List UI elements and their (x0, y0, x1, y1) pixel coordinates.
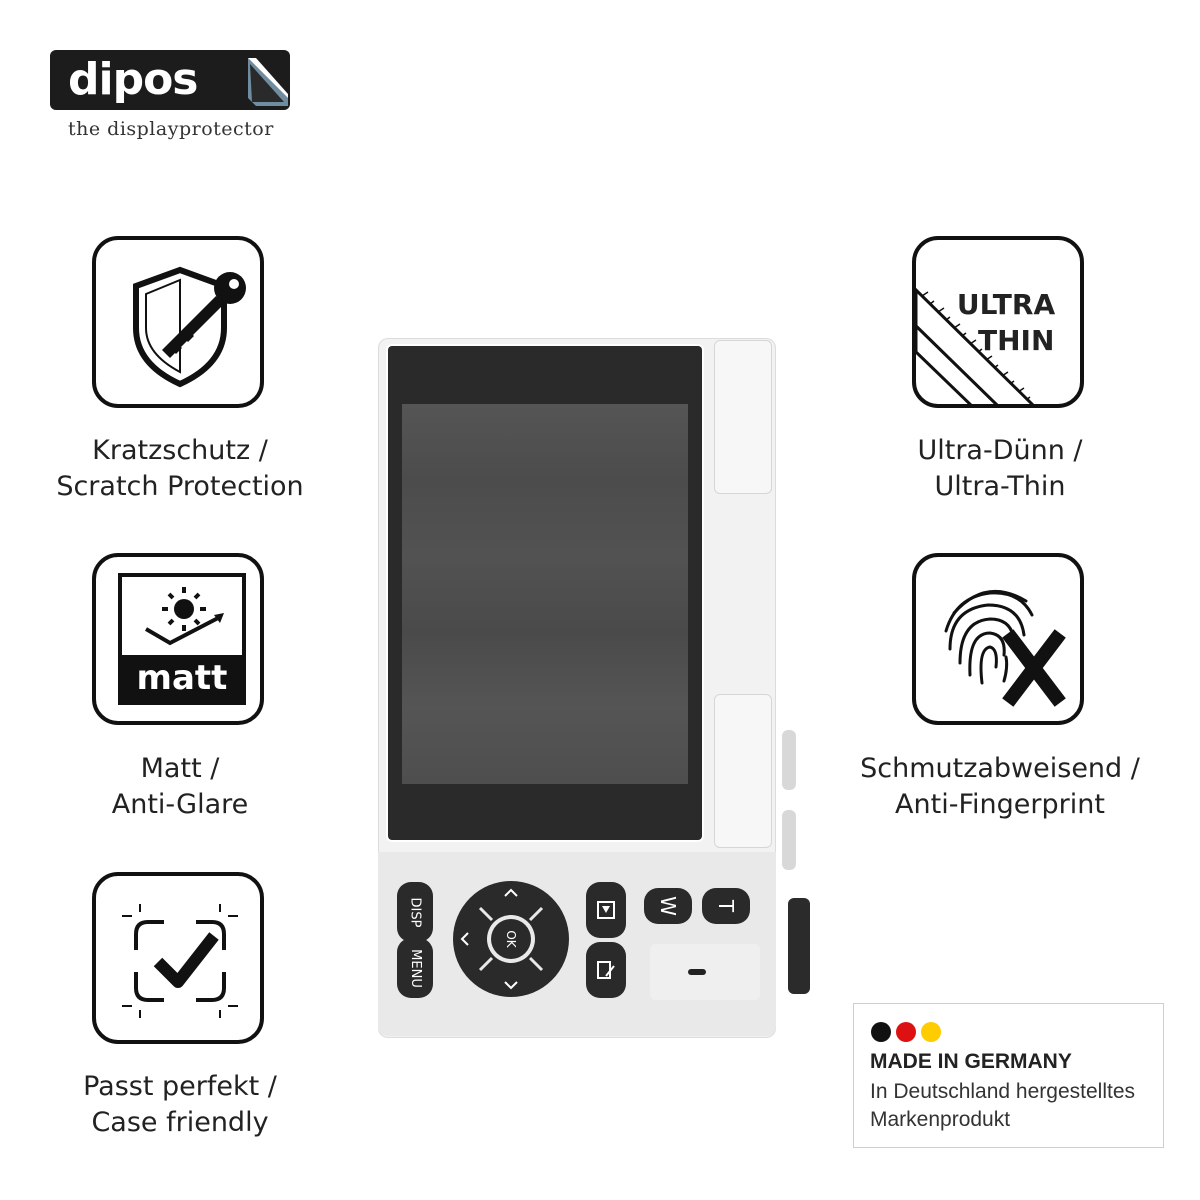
flag-dot-black (871, 1022, 891, 1042)
flag-dot-red (896, 1022, 916, 1042)
caption-line: Matt / (140, 753, 220, 784)
feature-caption-scratch: Kratzschutz / Scratch Protection (0, 433, 360, 505)
feature-caption-fit: Passt perfekt / Case friendly (0, 1069, 360, 1141)
caption-line: Kratzschutz / (92, 435, 268, 466)
ultra-badge-line1: ULTRA (956, 288, 1056, 321)
caption-line: Ultra-Thin (934, 471, 1066, 502)
caption-line: Ultra-Dünn / (917, 435, 1083, 466)
ultra-thin-tile: ULTRA THIN (912, 236, 1084, 408)
edit-icon (597, 961, 615, 979)
anti-fingerprint-icon (944, 589, 1066, 707)
logo-tagline: the displayprotector (68, 118, 274, 140)
made-in-line: In Deutschland hergestelltes (870, 1080, 1135, 1103)
feature-caption-matt: Matt / Anti-Glare (0, 751, 360, 823)
camera-zoom-t-key: T (702, 888, 750, 924)
camera-mode-dial (788, 898, 810, 994)
menu-label: MENU (407, 948, 423, 988)
caption-line: Anti-Fingerprint (895, 789, 1105, 820)
disp-label: DISP (407, 897, 423, 927)
flag-dot-gold (921, 1022, 941, 1042)
perfect-fit-tile (92, 872, 264, 1044)
made-in-line: Markenprodukt (870, 1108, 1011, 1131)
scratch-protection-tile (92, 236, 264, 408)
camera-edit-key (586, 942, 626, 998)
camera-dpad (453, 881, 569, 997)
caption-line: Schmutzabweisend / (860, 753, 1140, 784)
camera-hinge-bottom (714, 694, 772, 848)
camera-screen (402, 404, 688, 784)
logo-film-icon (248, 58, 288, 106)
playback-icon (597, 901, 615, 919)
matt-tile: matt (92, 553, 264, 725)
shield-key-icon (133, 266, 246, 388)
ok-label: OK (504, 930, 518, 948)
camera-side-button (782, 730, 796, 790)
ultra-badge-line2: THIN (978, 324, 1055, 357)
camera-playback-key (586, 882, 626, 938)
made-in-subtitle: In Deutschland hergestelltes Markenprodu… (870, 1078, 1160, 1134)
matt-badge: matt (136, 658, 228, 698)
camera-disp-key: DISP (397, 882, 433, 942)
ultra-thin-ruler-icon (916, 287, 1035, 404)
camera-side-button (782, 810, 796, 870)
w-label: W (656, 896, 680, 916)
feature-caption-thin: Ultra-Dünn / Ultra-Thin (820, 433, 1180, 505)
matt-sun-icon (118, 573, 246, 705)
logo-text: dipos (68, 54, 198, 105)
camera-mic (688, 969, 706, 975)
caption-line: Scratch Protection (56, 471, 304, 502)
perfect-fit-check-icon (122, 904, 238, 1018)
camera-menu-key: MENU (397, 938, 433, 998)
caption-line: Case friendly (91, 1107, 269, 1138)
camera-zoom-w-key: W (644, 888, 692, 924)
anti-fingerprint-tile (912, 553, 1084, 725)
camera-hinge-top (714, 340, 772, 494)
made-in-title: MADE IN GERMANY (870, 1050, 1072, 1073)
t-label: T (714, 899, 738, 913)
caption-line: Anti-Glare (111, 789, 249, 820)
feature-caption-fingerprint: Schmutzabweisend / Anti-Fingerprint (820, 751, 1180, 823)
caption-line: Passt perfekt / (83, 1071, 277, 1102)
